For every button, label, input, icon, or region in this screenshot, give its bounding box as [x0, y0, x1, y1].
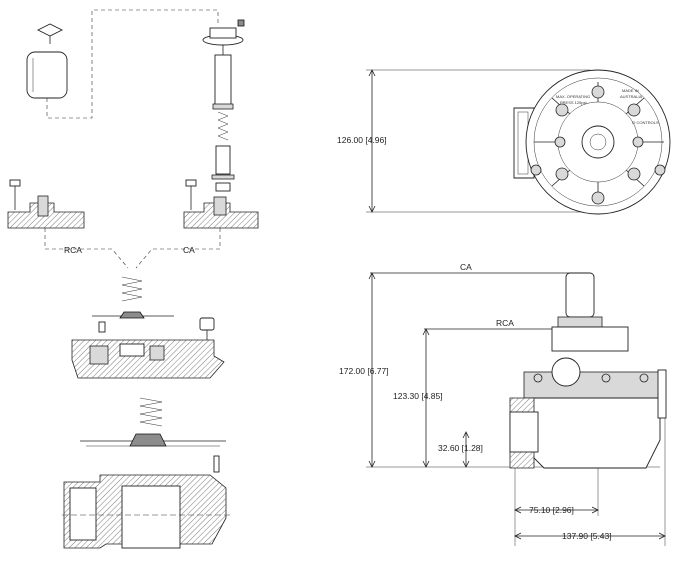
exploded-view: RCA CA [7, 9, 259, 549]
side-port-height-dimension: 32.60 [1.28] [438, 443, 483, 453]
solenoid-stack [202, 19, 245, 192]
side-rca-height-dimension: 123.30 [4.85] [393, 391, 443, 401]
top-height-dimension: 126.00 [4.96] [337, 135, 387, 145]
top-text-brand: G·CONTROLS [632, 120, 659, 125]
main-diaphragm [80, 433, 226, 447]
ca-branch-line [135, 228, 221, 269]
pilot-cap [26, 23, 68, 99]
upper-spring [121, 276, 143, 302]
valve-body [62, 474, 230, 549]
side-overall-height-dimension: 172.00 [6.77] [339, 366, 389, 376]
exploded-ca-label: CA [183, 245, 195, 255]
bonnet-cover [71, 339, 225, 379]
pilot-diaphragm [92, 311, 174, 319]
top-text-made-in: MADE IN [622, 88, 639, 93]
lower-spring [139, 397, 163, 427]
cap-link-dashed-line [46, 9, 219, 119]
side-view: CA RCA 172.00 [6.77] 123.30 [4.85] 32.60… [339, 262, 667, 546]
small-pin [98, 321, 106, 333]
guide-pin [213, 455, 220, 473]
side-overall-width-dimension: 137.90 [5.43] [562, 531, 612, 541]
ca-pilot-plate [183, 179, 259, 229]
rca-branch-line [44, 228, 129, 269]
top-text-max-press: MAX. OPERATING [556, 94, 590, 99]
top-view: 126.00 [4.96] [337, 69, 671, 215]
side-ca-label: CA [460, 262, 472, 272]
bonnet-bolt [199, 317, 215, 350]
rca-pilot-plate [7, 179, 85, 229]
side-rca-label: RCA [496, 318, 514, 328]
exploded-rca-label: RCA [64, 245, 82, 255]
top-text-australia: AUSTRALIA [620, 94, 643, 99]
side-valve-profile [509, 272, 667, 469]
top-bolts [530, 85, 666, 205]
top-text-press-value: PRESS 125psi [560, 100, 587, 105]
side-port-width-dimension: 75.10 [2.96] [529, 505, 574, 515]
